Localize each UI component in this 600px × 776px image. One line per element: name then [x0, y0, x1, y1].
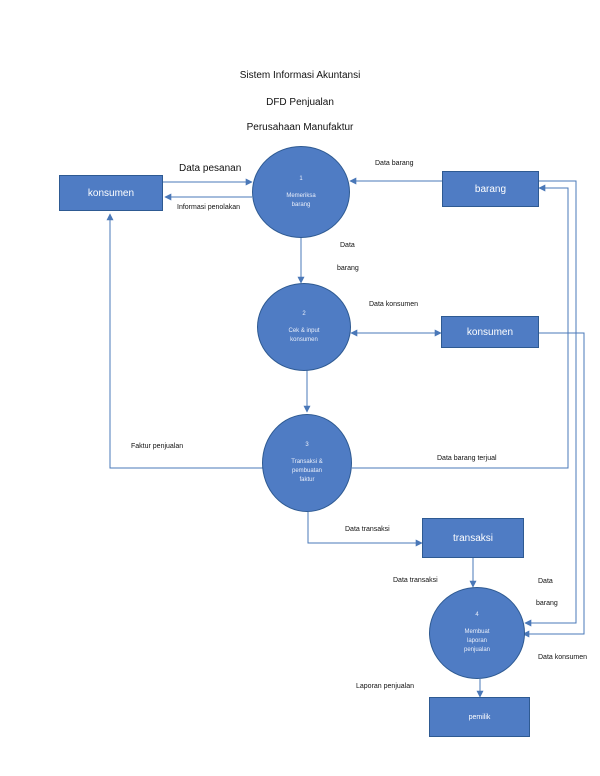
flow-faktur-penjualan	[106, 213, 263, 469]
label-barang-2: barang	[536, 600, 558, 607]
process-2-label-line2: konsumen	[290, 336, 318, 343]
label-data-transaksi-1: Data transaksi	[345, 526, 390, 533]
label-data-pesanan: Data pesanan	[179, 163, 242, 174]
process-4: 4 Membuat laporan penjualan	[429, 587, 525, 679]
diagram-subtitle: DFD Penjualan	[266, 97, 334, 108]
process-2: 2 Cek & input konsumen	[257, 283, 351, 371]
label-data-barang-terjual: Data barang terjual	[437, 455, 497, 462]
diagram-title: Sistem Informasi Akuntansi	[239, 70, 361, 81]
diagram-company: Perusahaan Manufaktur	[246, 122, 354, 133]
label-data-1: Data	[340, 242, 355, 249]
entity-barang: barang	[442, 171, 539, 207]
process-3-number: 3	[305, 442, 309, 448]
process-4-label-line2: laporan	[466, 638, 487, 644]
process-3-label-line2: pembuatan	[291, 468, 323, 474]
process-1-label-line1: Memeriksa	[286, 192, 316, 199]
process-2-number: 2	[302, 310, 306, 317]
label-laporan-penjualan: Laporan penjualan	[356, 683, 414, 690]
flow-data-transaksi-1	[307, 512, 423, 547]
flow-data-barang-2	[524, 180, 577, 627]
flow-data-barang-terjual	[352, 184, 569, 469]
process-4-number: 4	[475, 612, 479, 618]
label-barang-1: barang	[337, 265, 359, 272]
label-informasi-penolakan: Informasi penolakan	[177, 204, 241, 211]
entity-pemilik: pemilik	[429, 697, 530, 737]
label-faktur-penjualan: Faktur penjualan	[131, 443, 184, 450]
process-3-label-line1: Transaksi &	[291, 459, 323, 465]
label-data-konsumen-bottom: Data konsumen	[538, 654, 588, 661]
process-1-number: 1	[299, 175, 303, 182]
entity-transaksi: transaksi	[422, 518, 524, 558]
entity-konsumen-right: konsumen	[441, 316, 539, 348]
label-data-transaksi-2: Data transaksi	[393, 577, 438, 584]
process-3-label-line3: faktur	[299, 477, 315, 483]
process-1: 1 Memeriksa barang	[252, 146, 350, 238]
process-1-label-line2: barang	[291, 201, 311, 208]
process-2-label-line1: Cek & input	[288, 327, 320, 334]
process-4-label-line3: penjualan	[463, 647, 491, 653]
flow-data-konsumen-bottom	[522, 332, 585, 638]
process-3: 3 Transaksi & pembuatan faktur	[262, 414, 352, 512]
entity-konsumen-left: konsumen	[59, 175, 163, 211]
label-data-barang-top: Data barang	[375, 160, 414, 167]
label-data-2: Data	[538, 578, 553, 585]
label-data-konsumen-mid: Data konsumen	[369, 301, 419, 308]
process-4-label-line1: Membuat	[464, 629, 490, 635]
